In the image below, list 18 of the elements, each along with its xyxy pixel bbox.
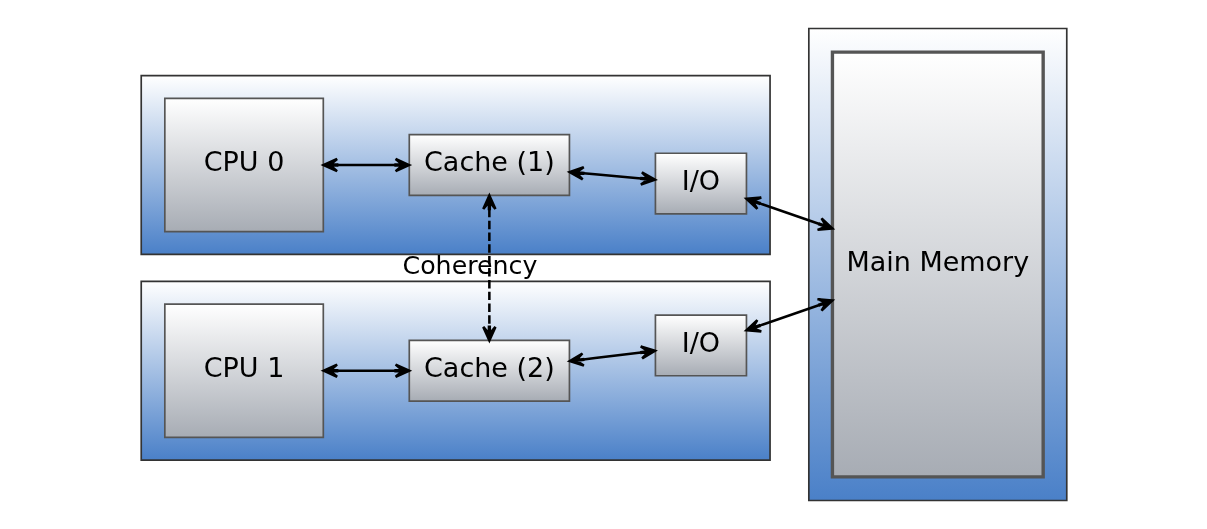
node-box: CPU 0 <box>163 97 324 233</box>
arrow <box>568 165 656 186</box>
cluster <box>139 280 771 461</box>
arrow <box>744 196 834 232</box>
node-box: I/O <box>654 152 747 215</box>
arrow <box>321 363 410 379</box>
node-box: CPU 1 <box>163 303 324 439</box>
node-box: Cache (2) <box>407 339 570 402</box>
arrow <box>321 157 410 173</box>
node-box: Main Memory <box>830 50 1045 479</box>
arrow <box>568 345 656 367</box>
node-box: I/O <box>654 314 747 377</box>
node-box: Cache (1) <box>407 133 570 197</box>
edge-label: Coherency <box>402 250 537 280</box>
arrow <box>744 297 834 333</box>
arrow <box>481 194 497 342</box>
cluster <box>807 27 1068 502</box>
cluster <box>139 74 771 256</box>
